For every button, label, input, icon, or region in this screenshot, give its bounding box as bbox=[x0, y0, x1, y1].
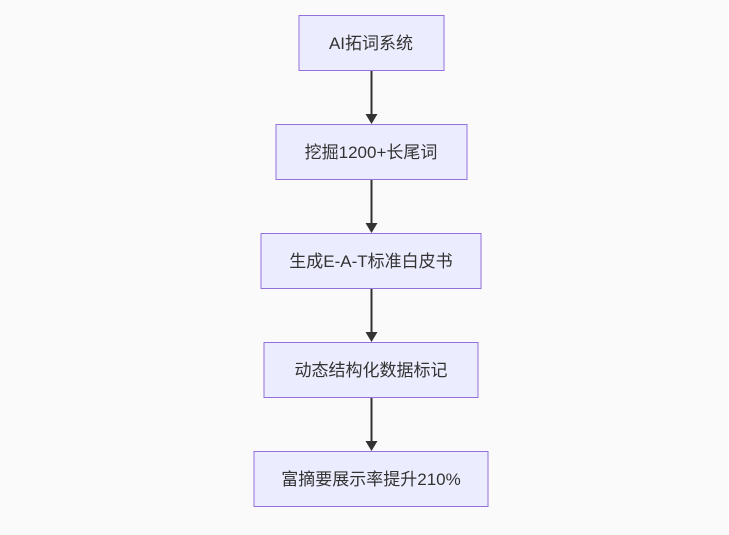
flow-node-label: AI拓词系统 bbox=[328, 33, 414, 53]
arrow-down-icon bbox=[365, 332, 377, 342]
flow-edge-d-e bbox=[365, 398, 377, 451]
flow-edge-a-b bbox=[365, 71, 377, 124]
arrow-down-icon bbox=[365, 223, 377, 233]
arrow-line bbox=[370, 71, 372, 114]
flow-node-eat-whitepaper: 生成E-A-T标准白皮书 bbox=[260, 233, 482, 289]
flow-edge-c-d bbox=[365, 289, 377, 342]
flow-node-structured-data-markup: 动态结构化数据标记 bbox=[263, 342, 479, 398]
arrow-down-icon bbox=[365, 441, 377, 451]
arrow-line bbox=[370, 289, 372, 332]
flow-node-label: 动态结构化数据标记 bbox=[294, 360, 448, 380]
arrow-down-icon bbox=[365, 114, 377, 124]
flow-node-label: 生成E-A-T标准白皮书 bbox=[289, 251, 453, 271]
arrow-line bbox=[370, 398, 372, 441]
flow-node-rich-snippet-rate: 富摘要展示率提升210% bbox=[253, 451, 489, 507]
flow-node-label: 富摘要展示率提升210% bbox=[281, 469, 461, 489]
flowchart-column: AI拓词系统 挖掘1200+长尾词 生成E-A-T标准白皮书 动态结构化数据标记 bbox=[253, 15, 489, 507]
flow-node-label: 挖掘1200+长尾词 bbox=[304, 142, 438, 162]
flow-node-longtail-keywords: 挖掘1200+长尾词 bbox=[275, 124, 467, 180]
flow-node-ai-keyword-system: AI拓词系统 bbox=[298, 15, 444, 71]
flow-edge-b-c bbox=[365, 180, 377, 233]
arrow-line bbox=[370, 180, 372, 223]
